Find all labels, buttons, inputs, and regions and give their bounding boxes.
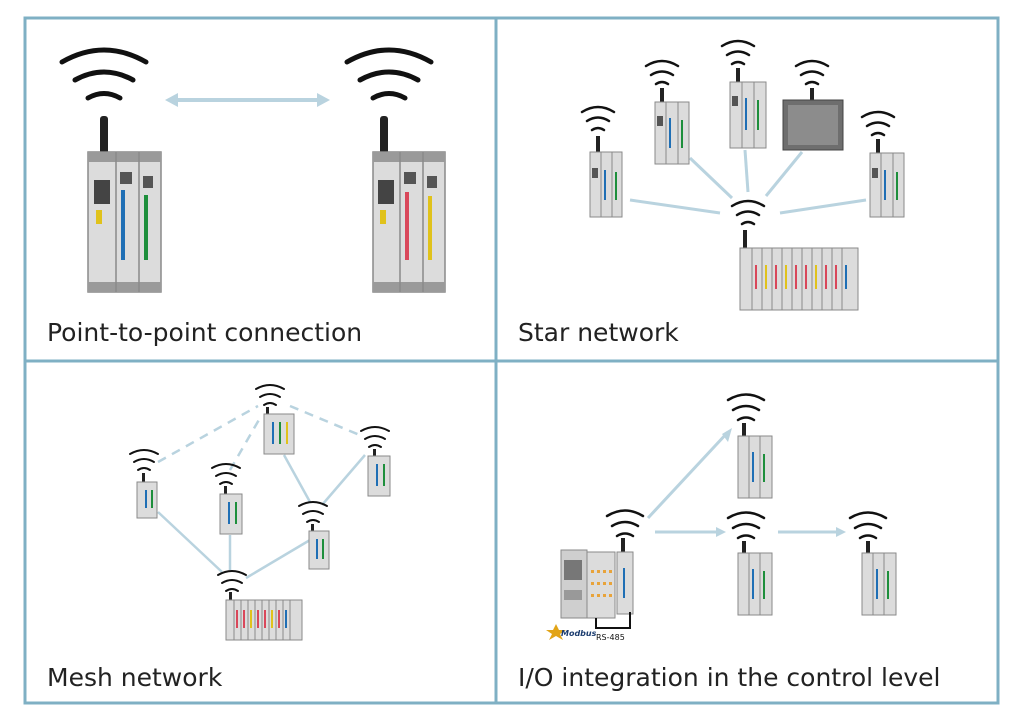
wireless-signal-icon — [298, 501, 328, 523]
module-body — [739, 247, 859, 311]
wireless-signal-icon — [211, 463, 241, 485]
wireless-signal-icon — [59, 47, 149, 101]
star-node-left — [580, 105, 623, 218]
star-node-hmi-panel — [782, 59, 844, 151]
p2p-device-left — [59, 47, 162, 293]
module-body — [219, 493, 243, 535]
caption-star-network: Star network — [518, 318, 679, 347]
module-body — [861, 552, 897, 616]
wireless-signal-icon — [848, 511, 888, 540]
module-body — [737, 552, 773, 616]
star-node-top-left — [644, 59, 690, 165]
panel-star-network — [580, 39, 905, 311]
io-arrow-head-up — [722, 428, 732, 442]
rs485-cable — [595, 612, 631, 629]
module-body — [729, 81, 767, 149]
io-node-gateway — [605, 509, 645, 615]
wireless-signal-icon — [644, 59, 680, 86]
wireless-signal-icon — [794, 59, 830, 86]
module-body — [654, 101, 690, 165]
p2p-arrow-head-left — [165, 93, 178, 107]
wireless-signal-icon — [360, 426, 390, 448]
wireless-signal-icon — [860, 110, 896, 137]
caption-point-to-point: Point-to-point connection — [47, 318, 363, 347]
mesh-hub-io-station — [217, 570, 303, 641]
wireless-signal-icon — [720, 39, 756, 66]
module-body — [869, 152, 905, 218]
panel-point-to-point — [59, 47, 446, 293]
wireless-signal-icon — [255, 384, 285, 406]
panel-mesh-network — [129, 384, 391, 641]
module-body — [367, 455, 391, 497]
wireless-signal-icon — [580, 105, 616, 132]
io-arrow-head-right — [836, 527, 846, 537]
modbus-star-icon — [546, 624, 566, 640]
module-body — [737, 435, 773, 499]
star-hub-io-station — [730, 199, 859, 311]
p2p-device-right — [344, 47, 446, 293]
mesh-node-center — [211, 463, 243, 535]
io-arrow-head-center — [716, 527, 726, 537]
module-body — [308, 530, 330, 570]
mesh-links-dashed — [157, 404, 363, 471]
io-node-top — [726, 393, 773, 499]
mesh-node-lower-right — [298, 501, 330, 570]
wireless-signal-icon — [217, 570, 247, 592]
wireless-signal-icon — [344, 47, 434, 101]
caption-io-integration: I/O integration in the control level — [518, 663, 941, 692]
modbus-logo-text: Modbus — [561, 629, 597, 638]
panel-io-integration: Modbus RS-485 — [546, 393, 897, 642]
wireless-signal-icon — [730, 199, 766, 226]
caption-mesh-network: Mesh network — [47, 663, 223, 692]
antenna — [100, 116, 108, 154]
wireless-signal-icon — [726, 393, 766, 422]
io-node-center — [726, 511, 773, 616]
p2p-arrow-head-right — [317, 93, 330, 107]
io-node-right — [848, 511, 897, 616]
mesh-node-top — [255, 384, 295, 455]
star-links — [629, 149, 867, 215]
mesh-links-solid — [157, 454, 366, 580]
io-plc-controller: Modbus RS-485 — [546, 549, 631, 642]
rs485-label: RS-485 — [596, 633, 625, 642]
star-node-right — [860, 110, 905, 218]
mesh-node-right — [360, 426, 391, 497]
modbus-logo: Modbus — [546, 624, 597, 640]
io-links — [646, 430, 840, 534]
wireless-signal-icon — [726, 511, 766, 540]
wireless-signal-icon — [129, 449, 159, 471]
antenna — [380, 116, 388, 154]
mesh-node-left — [129, 449, 159, 519]
wireless-signal-icon — [605, 509, 645, 538]
star-node-top-center — [720, 39, 767, 149]
touch-panel-screen — [788, 105, 838, 145]
